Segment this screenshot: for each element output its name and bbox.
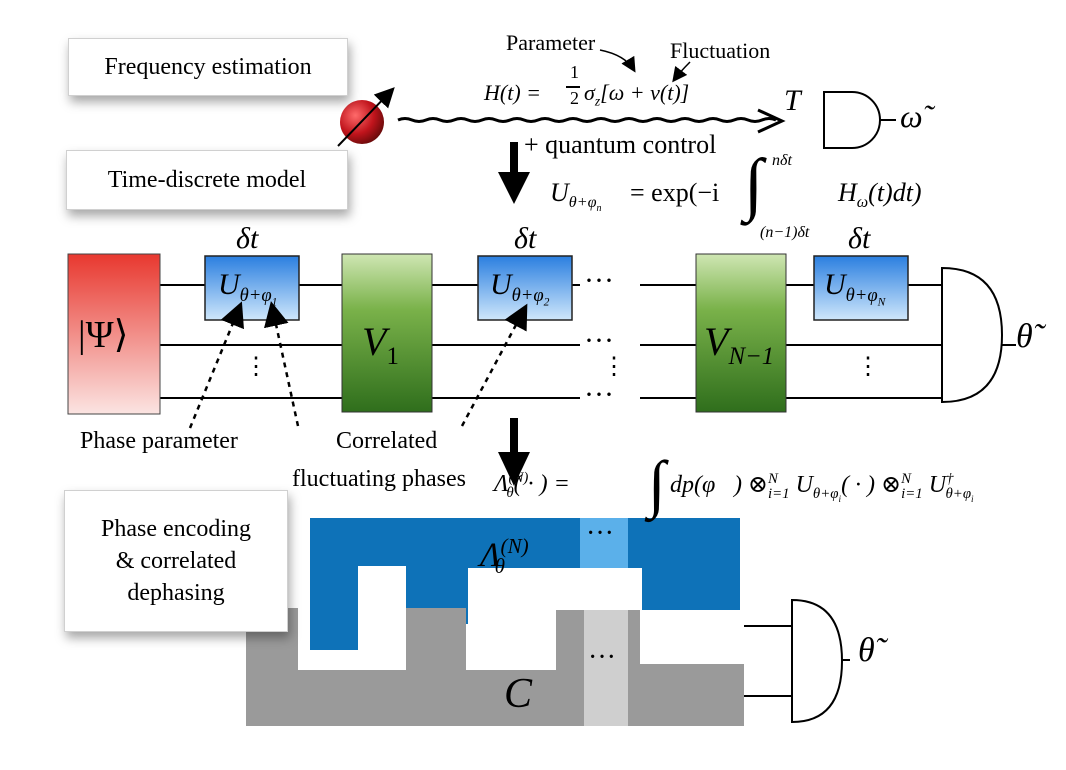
fluctuating-phases-annotation: fluctuating phases <box>292 466 466 492</box>
hamiltonian-rhs: σz[ω + ν(t)] <box>584 80 690 109</box>
unitary-box-n <box>813 255 909 321</box>
time-discrete-model-text: Time-discrete model <box>107 166 307 193</box>
ellipsis-row-2: ··· <box>584 324 614 357</box>
ellipsis-vertical-1: ⋮ <box>244 354 268 380</box>
half-denominator: 2 <box>570 88 579 108</box>
phase-encoding-line2: & correlated <box>115 548 237 574</box>
delta-t-n: δt <box>848 222 871 255</box>
unitary-equation-rhs: = exp(−i <box>630 178 720 207</box>
integral-integrand: Hω(t)dt) <box>838 178 922 212</box>
control-vn-label: VN−1 <box>704 319 775 370</box>
spin-particle <box>337 87 395 147</box>
half-fraction-bar <box>566 86 580 88</box>
unitary-equation-lhs: Uθ+φn <box>550 178 602 215</box>
integral-upper-limit: nδt <box>772 152 792 169</box>
ellipsis-vertical-3: ⋮ <box>856 354 880 380</box>
phase-encoding-label: Phase encoding & correlated dephasing <box>64 490 288 632</box>
integral-sign-bottom: ∫ <box>648 448 666 519</box>
detector-theta-middle <box>941 266 1004 404</box>
control-ellipsis: ··· <box>588 642 616 673</box>
theta-estimate-bottom: θ̃ <box>858 632 875 669</box>
control-v1-box <box>341 253 433 413</box>
ellipsis-row-3: ··· <box>584 378 614 411</box>
phase-parameter-annotation: Phase parameter <box>80 428 238 454</box>
control-c-block <box>246 608 744 726</box>
fluctuation-annotation: Fluctuation <box>670 38 771 63</box>
ellipsis-vertical-2: ⋮ <box>602 354 626 380</box>
channel-ellipsis: ··· <box>586 518 614 549</box>
integral-sign-top: ∫ <box>744 146 764 223</box>
channel-symbol-label: Λ(N)θ <box>480 534 529 579</box>
quantum-control-annotation: + quantum control <box>524 130 717 159</box>
detector-theta-bottom <box>791 598 844 724</box>
frequency-estimation-text: Frequency estimation <box>104 53 312 80</box>
phase-encoding-line1: Phase encoding <box>101 516 251 542</box>
frequency-estimation-label: Frequency estimation <box>68 38 348 96</box>
omega-estimate-label: ω̃ <box>900 98 923 134</box>
delta-t-2: δt <box>514 222 537 255</box>
hamiltonian-lhs: H(t) = <box>484 80 541 105</box>
parameter-annotation: Parameter <box>506 30 596 55</box>
theta-estimate-middle: θ̃ <box>1016 318 1033 355</box>
unitary-label-n: Uθ+φN <box>824 268 886 309</box>
channel-equation-lhs: Λ(N)θ( · ) = <box>494 470 570 501</box>
down-arrow-2 <box>498 418 530 486</box>
control-c-label: C <box>504 671 533 717</box>
state-preparation-box <box>67 253 161 415</box>
correlated-annotation: Correlated <box>336 428 438 454</box>
control-vn-box <box>695 253 787 413</box>
dashed-pointers <box>188 301 528 429</box>
fluctuation-pointer <box>672 61 691 83</box>
time-discrete-model-label: Time-discrete model <box>66 150 348 210</box>
channel-equation-rhs: dp(φ⃗) ⊗Ni=1 Uθ+φi( · ) ⊗Ni=1 U†θ+φi <box>670 471 974 504</box>
ellipsis-row-1: ··· <box>584 264 614 297</box>
half-numerator: 1 <box>570 62 579 82</box>
evolution-arrow <box>397 108 786 134</box>
total-time-label: T <box>784 84 801 117</box>
unitary-label-2: Uθ+φ2 <box>490 268 550 309</box>
integral-lower-limit: (n−1)δt <box>760 224 810 241</box>
unitary-label-1: Uθ+φ1 <box>218 268 278 309</box>
delta-t-1: δt <box>236 222 259 255</box>
detector-omega <box>823 91 896 149</box>
down-arrow-1 <box>498 142 530 204</box>
state-label: |Ψ⟩ <box>78 314 129 356</box>
phase-encoding-line3: dephasing <box>127 580 225 606</box>
parameter-pointer <box>599 49 636 73</box>
control-v1-label: V1 <box>362 319 399 370</box>
